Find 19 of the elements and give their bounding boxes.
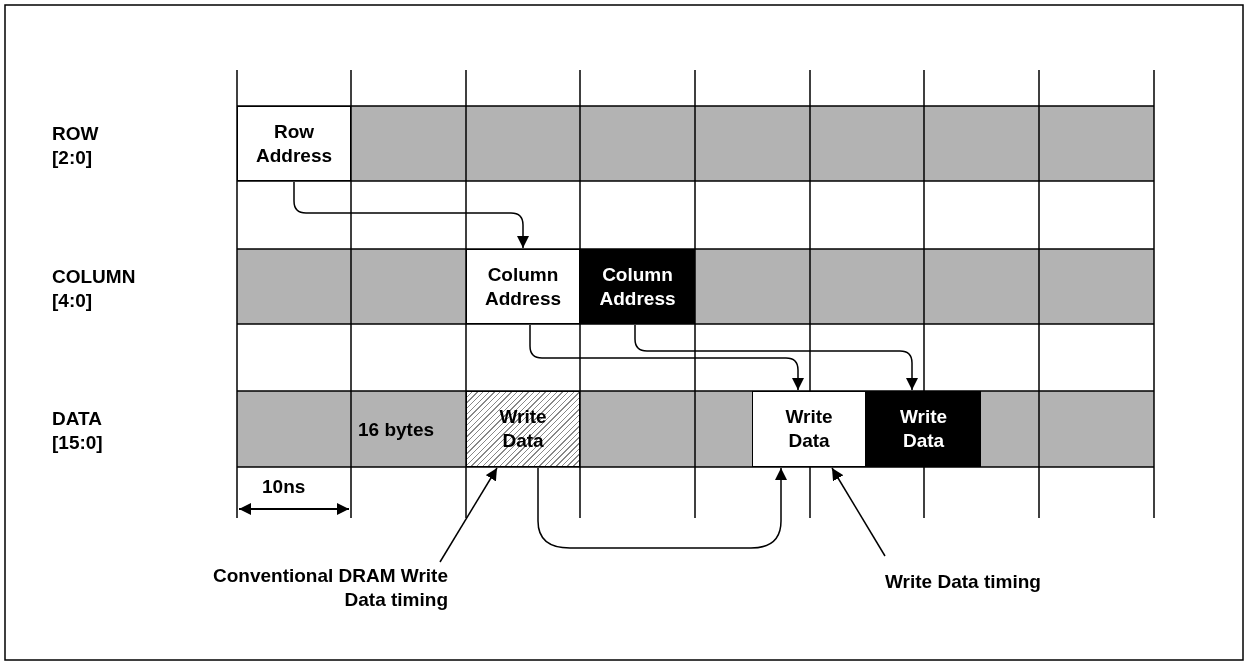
arrow — [634, 324, 918, 391]
signal-slot: Row Address — [237, 106, 351, 181]
arrow — [537, 467, 787, 549]
caption-text: Conventional DRAM Write Data timing — [170, 563, 448, 613]
signal-name: COLUMN [4:0] — [52, 265, 137, 313]
arrow — [293, 181, 529, 249]
signal-slot: Write Data — [866, 391, 981, 467]
signal-slot: Column Address — [466, 249, 580, 324]
caption-text: Write Data timing — [885, 557, 1095, 607]
leader-line — [439, 467, 498, 563]
signal-slot: Column Address — [580, 249, 695, 324]
leader-line — [831, 467, 886, 557]
slot-label: 16 bytes — [358, 418, 436, 442]
dimension-label: 10ns — [262, 475, 307, 499]
signal-name: ROW [2:0] — [52, 122, 100, 170]
hatched-slot: Write Data — [466, 391, 580, 467]
signal-slot: Write Data — [752, 391, 866, 467]
arrow — [529, 324, 804, 391]
signal-name: DATA [15:0] — [52, 407, 104, 455]
